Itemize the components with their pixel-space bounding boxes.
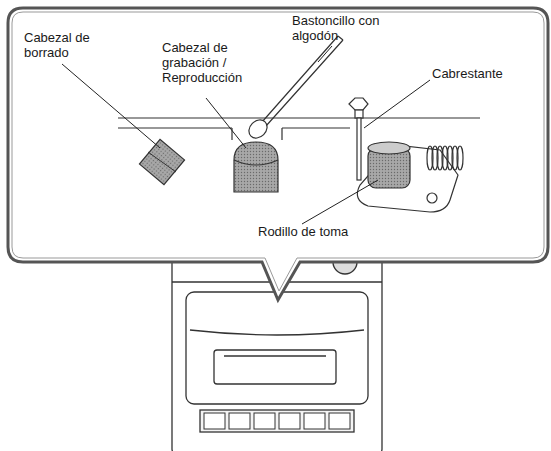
tape-guide	[118, 118, 480, 140]
callout-bubble	[8, 8, 548, 300]
deck-button	[254, 413, 275, 429]
part-label: Cabezal de grabación / Reproducción	[162, 40, 264, 85]
part-label: Bastoncillo con algodón	[292, 13, 392, 43]
deck-button	[304, 413, 325, 429]
record-playback-head	[234, 142, 278, 192]
deck-button	[204, 413, 225, 429]
cotton-swab	[245, 36, 343, 142]
part-label: Cabrestante	[432, 66, 522, 81]
pinch-roller	[357, 142, 463, 212]
deck-button	[279, 413, 300, 429]
spring-coil	[457, 146, 463, 170]
part-label: Cabezal de borrado	[24, 30, 120, 60]
leader-line	[62, 46, 430, 224]
erase-head	[139, 139, 184, 184]
deck-button	[329, 413, 350, 429]
button-row	[204, 413, 350, 429]
capstan	[349, 98, 368, 180]
part-label: Rodillo de toma	[258, 224, 368, 239]
deck-button	[229, 413, 250, 429]
